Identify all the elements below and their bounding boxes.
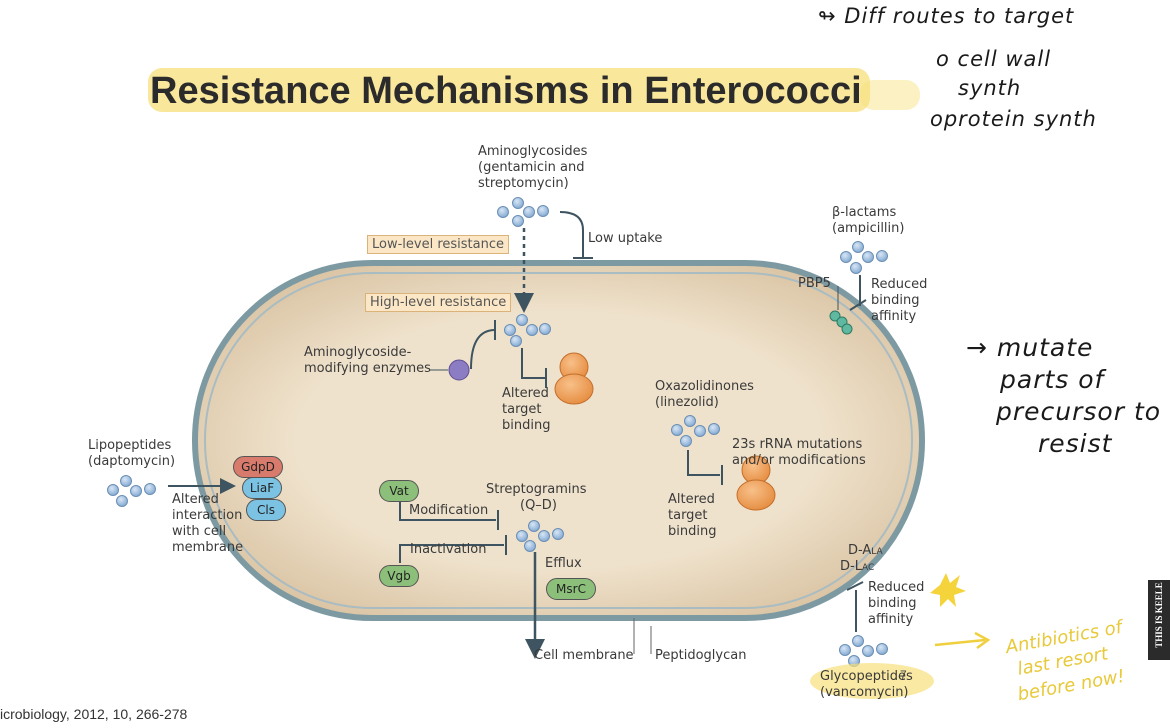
liaf-protein: LiaF [242,477,282,499]
reduced-affinity-2-line-3: affinity [868,612,914,627]
aminoglycoside-molecules-inside [504,314,551,347]
inactivation-label: Inactivation [410,542,487,557]
note-line-1: ↬ Diff routes to target [818,4,1075,28]
brand-label: THIS IS KEELE [1154,582,1164,648]
d-ala-label: D-Ala [848,543,883,558]
beta-lactam-molecules [840,241,888,274]
beta-lactams-label-1: β-lactams [832,205,897,220]
ribosome-1-bottom [554,373,594,405]
cell-inner-membrane [204,272,913,609]
altered-target-1-line-2: target [502,402,542,417]
oxazolidinones-label-1: Oxazolidinones [655,379,754,394]
low-level-resistance-box: Low-level resistance [367,235,509,254]
altered-interaction-line-1: Altered [172,492,219,507]
note-line-3: synth [958,76,1022,100]
streptogramins-label-1: Streptogramins [486,482,587,497]
msrc-protein: MsrC [546,578,596,600]
yellow-arrow [934,631,991,650]
lipopeptides-label-2: (daptomycin) [88,454,176,469]
reduced-affinity-1-line-2: binding [871,293,920,308]
efflux-label: Efflux [545,556,582,571]
peptidoglycan-label: Peptidoglycan [655,648,747,663]
modifying-enzymes-label-1: Aminoglycoside- [304,345,412,360]
altered-target-2-line-1: Altered [668,492,715,507]
title-highlight [148,68,870,112]
aminoglycosides-label-1: Aminoglycosides [478,144,588,159]
gdpd-protein: GdpD [233,456,283,478]
altered-target-2-line-2: target [668,508,708,523]
note-mutate-4: resist [1038,429,1113,458]
aminoglycoside-molecules-outside [497,197,549,227]
reduced-affinity-2-line-1: Reduced [868,580,925,595]
low-uptake-inhibitor [559,211,584,258]
altered-target-1-line-3: binding [502,418,551,433]
note-mutate-1: → mutate [966,333,1094,362]
aminoglycosides-label-2: (gentamicin and [478,160,585,175]
streptogramin-molecules [516,520,564,552]
page-number: 7 [900,668,907,682]
modifying-enzyme [448,359,470,381]
note-mutate-2: parts of [1000,365,1105,394]
cell-membrane-label: Cell membrane [534,648,634,663]
title-highlight-tail [860,80,920,110]
aminoglycosides-label-3: streptomycin) [478,176,569,191]
altered-interaction-line-2: interaction [172,508,243,523]
glycopeptides-label-1: Glycopeptides [820,669,913,684]
modifying-enzymes-label-2: modifying enzymes [304,361,431,376]
pbp5-proteins [829,310,853,335]
slide-title: Resistance Mechanisms in Enterococci [150,70,862,112]
ribosome-2-bottom [736,479,776,511]
glycopeptides-label-2: (vancomycin) [820,685,909,700]
brand-tab: THIS IS KEELE [1148,580,1170,660]
d-lac-label: D-Lac [840,559,875,574]
altered-target-2-line-3: binding [668,524,717,539]
yellow-star-mark [930,573,966,607]
rrna-label-1: 23s rRNA mutations [732,437,863,452]
glycopeptide-highlight [810,663,934,699]
beta-lactams-label-2: (ampicillin) [832,221,905,236]
citation-footer: icrobiology, 2012, 10, 266-278 [0,706,188,722]
oxazolidinones-label-2: (linezolid) [655,395,719,410]
oxazolidinone-molecules [671,415,720,447]
rrna-label-2: and/or modifications [732,453,866,468]
glycopeptide-molecules [839,635,888,667]
altered-target-1-line-1: Altered [502,386,549,401]
pbp5-label: PBP5 [798,276,831,291]
high-level-resistance-box: High-level resistance [365,293,512,312]
note-mutate-3: precursor to [996,397,1162,426]
reduced-affinity-1-line-1: Reduced [871,277,928,292]
cls-protein: Cls [246,499,286,521]
lipopeptide-molecules [107,475,156,507]
streptogramins-label-2: (Q–D) [520,498,557,513]
vat-protein: Vat [379,480,419,502]
vgb-protein: Vgb [379,565,419,587]
altered-interaction-line-4: membrane [172,540,244,555]
low-uptake-label: Low uptake [588,231,663,246]
note-line-4: oprotein synth [930,107,1097,131]
cell-outer-wall [192,260,925,621]
reduced-affinity-1-line-3: affinity [871,309,917,324]
altered-interaction-line-3: with cell [172,524,227,539]
note-line-2: o cell wall [936,47,1052,71]
reduced-affinity-2-line-2: binding [868,596,917,611]
lipopeptides-label-1: Lipopeptides [88,438,172,453]
modification-label: Modification [409,503,489,518]
